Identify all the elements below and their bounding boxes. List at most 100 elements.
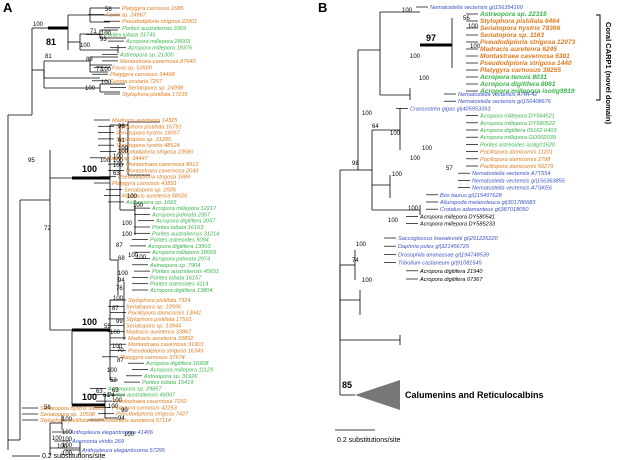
tree-a-bootstrap-label: 77 — [96, 67, 103, 73]
tree-b-bootstrap-label: 100 — [390, 131, 401, 137]
tree-a-tip: Platygyra carnosus 34468 — [110, 72, 176, 78]
tree-a-bootstrap-label: 100 — [110, 330, 121, 336]
tree-a-tip: Acropora digitifera 2057 — [155, 219, 216, 225]
tree-a-tip: Pocillopora damicornis 13941 — [128, 311, 201, 317]
tree-b-bootstrap-label: 74 — [352, 258, 359, 264]
tree-a-tip: Stylophora pistillata 7324 — [128, 298, 191, 304]
tree-b-tip: Daphnia pulex gi|321456725 — [398, 244, 470, 250]
tree-a-bootstrap-label: 100 — [122, 232, 133, 238]
tree-a-bootstrap-label: 74 — [108, 393, 115, 399]
tree-b-tip: Acropora millepora DY584521 — [479, 114, 555, 120]
tree-b-bootstrap-label: 100 — [422, 146, 433, 152]
tree-b-tip: Drosophila ananassae gi|194748539 — [398, 252, 489, 258]
tree-b-tip: Pocillopora damicornis 11201 — [480, 150, 553, 156]
tree-b-tip: Astreopora sp. 22315 — [479, 11, 547, 18]
tree-a-bootstrap-label: 100 — [127, 194, 138, 200]
tree-a-bootstrap-label: 87 — [117, 358, 124, 364]
tree-a-tip: Astreopora sp. 31926 — [143, 374, 198, 380]
tree-b-scale-label: 0.2 substitutions/site — [337, 437, 401, 444]
tree-a-bootstrap-label: 87 — [112, 306, 119, 312]
tree-a-bootstrap-label: 56 — [44, 405, 51, 411]
tree-b-tips: Nematostella vectensis gi|156354160Astre… — [384, 5, 576, 283]
tree-a-bootstrap-label: 68 — [118, 256, 125, 262]
tree-a-tip: Porites australiensis 31214 — [152, 231, 219, 237]
tree-a-bootstrap-label: 100 — [113, 158, 124, 164]
tree-b-tip: Acropora digitifera 8061 — [479, 81, 556, 88]
tree-b-bootstrap-label: 100 — [410, 156, 421, 162]
tree-a-tip: Pseudodiploria strigosa 23580 — [118, 150, 194, 156]
tree-b-tip: Montastraea cavernosa 6381 — [480, 53, 570, 60]
tree-b-tip: Seriatopora hystrix 78366 — [480, 25, 561, 32]
tree-a-bootstrap-label: 100 — [136, 255, 147, 261]
tree-b-tip: Tribolium castaneum gi|91081545 — [398, 261, 483, 267]
tree-a-tip: Seriatopora sp. 31295 — [116, 137, 172, 143]
tree-b-bootstrap-label: 57 — [446, 166, 453, 172]
tree-a-bootstrap-label: 63 — [112, 388, 119, 394]
tree-a-tip: Acropora palmata 2357 — [151, 212, 211, 218]
tree-b-tip: Nematostella vectensis gi|156354160 — [430, 5, 524, 11]
tree-b-bootstrap-label: 56 — [463, 16, 470, 22]
tree-a-tip: Porites australiensis 45651 — [152, 269, 219, 275]
tree-b-bootstrap-label: 100 — [419, 76, 430, 82]
tree-a-tip: Seriatopora sp. 10598 — [40, 412, 96, 418]
tree-a-tip: Seriatopora sp. 2926 — [124, 187, 177, 193]
tree-b-tip: Pocillopora damicornis 2798 — [480, 157, 551, 163]
tree-b-tip: Pseudodiploria strigosa 12073 — [480, 39, 576, 46]
tree-a-bootstrap-label: 100 — [112, 344, 123, 350]
tree-a-tip: Seriatopora hystrix 19057 — [116, 131, 181, 137]
tree-b-tip: Nematostella vectensis A7RF42 — [458, 92, 538, 98]
tree-b-bootstrap-label: 100 — [468, 24, 479, 30]
tree-b-tip: Porites astreoides isotig01520 — [480, 142, 556, 148]
calumenin-group-label: Calumenins and Reticulocalbins — [405, 390, 544, 400]
tree-a-tip: Madracis auretenra 14325 — [112, 118, 178, 124]
tree-a-bootstrap-label: 100 — [108, 404, 119, 410]
tree-a-tip: Favia sp. 24967 — [106, 13, 147, 19]
tree-a-bootstrap-label: 70 — [117, 348, 124, 354]
tree-a-tip: Montastraea cavernosa 7160 — [114, 399, 187, 405]
tree-b-bootstrap-label: 100 — [470, 44, 481, 50]
calumenin-collapsed-clade — [355, 380, 400, 410]
tree-a-bootstrap-label: 100 — [101, 31, 112, 37]
tree-a-bootstrap-label: 99 — [116, 319, 123, 325]
tree-b-bootstrap-label: 64 — [372, 124, 379, 130]
tree-a-tip: Astreopora sp. 29857 — [107, 386, 162, 392]
tree-a-tip: Porites astreoides 5094 — [150, 238, 209, 244]
tree-b-tip: Nematostella vectensis A7T554 — [472, 171, 550, 177]
carp1-clade-label: Coral CARP1 (novel domain) — [604, 22, 613, 125]
tree-b-tip: Acropora millepora DY580522 — [479, 121, 556, 127]
tree-b-bootstrap-label: 100 — [362, 111, 373, 117]
tree-a-bootstrap-label: 100 — [128, 253, 139, 259]
tree-a-bootstrap-label: 94 — [118, 278, 125, 284]
tree-a-bootstrap-label: 100 — [118, 146, 129, 152]
tree-b-tip: Crassostrea gigas gi|405953353 — [410, 106, 491, 112]
tree-b-tip: Nematostella vectensis gi|156408676 — [458, 99, 552, 105]
tree-a-tip: Pseudodiploria strigosa 1689 — [118, 175, 190, 181]
tree-b-tip: Pocillopora damicornis 56279 — [480, 164, 553, 170]
tree-a-tip: Stylophora pistillata 17591 — [126, 317, 192, 323]
tree-a-bootstrap-label: 100 — [118, 271, 129, 277]
tree-a-tip: Pseudodiploria strigosa 16349 — [128, 349, 203, 355]
tree-b-tip: Madracis auretenra 6245 — [480, 46, 557, 53]
tree-a-bootstrap-label: 100 — [113, 154, 124, 160]
tree-a-tip: Acropora millepora 28603 — [125, 39, 191, 45]
tree-a-tip: Acropora millepora 11129 — [149, 368, 213, 374]
tree-a-bootstrap-label: 61 — [118, 138, 125, 144]
tree-a-bootstrap-label: 100 — [113, 163, 124, 169]
tree-a-bootstrap-label: 93 — [100, 37, 107, 43]
tree-b-bootstrap-label: 100 — [362, 278, 373, 284]
tree-a-bootstrap-label: 100 — [62, 430, 73, 436]
tree-a-strong-support-label: 81 — [46, 37, 56, 47]
panel-a-label: A — [3, 0, 13, 15]
tree-a-tip: Fungia scutaria 7257 — [110, 79, 163, 85]
tree-a-bootstrap-label: 89 — [86, 57, 93, 63]
tree-b-bootstrap-label: 85 — [342, 380, 352, 390]
tree-a — [7, 7, 160, 457]
tree-a-tip: Seriatopora hystrix 48524 — [116, 143, 180, 149]
tree-a-bootstrap-label: 61 — [103, 393, 110, 399]
tree-a-tip: Seriatopora sp. 13944 — [126, 323, 181, 329]
tree-a-bootstrap-label: 94 — [118, 416, 125, 422]
tree-a-tip: Porites lobata 31745 — [104, 33, 156, 39]
tree-b-bootstrap-label: 100 — [408, 206, 419, 212]
tree-a-tip: Porites lobata 15419 — [142, 380, 193, 386]
tree-a-bootstrap-label: 100 — [122, 221, 133, 227]
